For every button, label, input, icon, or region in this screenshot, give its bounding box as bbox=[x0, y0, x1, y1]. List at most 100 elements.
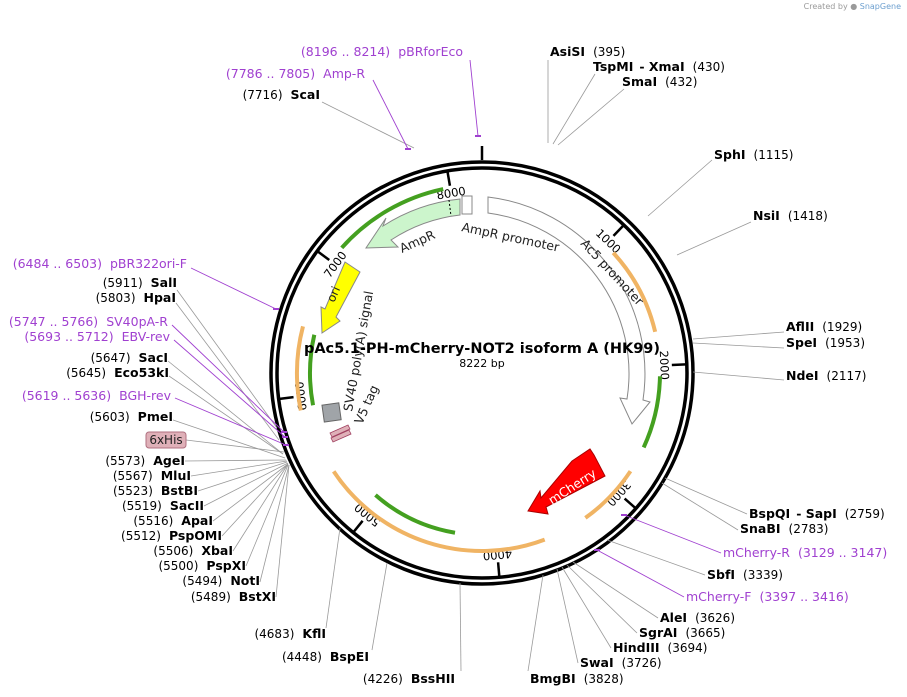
tick-mark bbox=[671, 363, 686, 367]
primer-range: (6484 .. 6503) bbox=[13, 256, 102, 271]
mcherry-arrow bbox=[527, 448, 606, 515]
enzyme-name: SnaBI bbox=[740, 521, 781, 536]
enzyme-position: (1115) bbox=[754, 148, 794, 162]
orf-arc bbox=[641, 376, 662, 449]
plasmid-name: pAc5.1-PH-mCherry-NOT2 isoform A (HK99) bbox=[304, 341, 660, 357]
enzyme-position: (395) bbox=[593, 45, 625, 59]
enzyme-label: (4226)BssHII bbox=[363, 671, 455, 686]
enzyme-label: AleI(3626) bbox=[660, 610, 735, 625]
enzyme-leader bbox=[676, 221, 752, 256]
enzyme-name: MluI bbox=[161, 468, 191, 483]
enzyme-label: AflII(1929) bbox=[786, 319, 862, 334]
tick-label: 3000 bbox=[604, 478, 634, 509]
enzyme-position: (1418) bbox=[788, 209, 828, 223]
enzyme-leader bbox=[232, 463, 289, 552]
enzyme-label: (5506)XbaI bbox=[153, 543, 233, 558]
enzyme-position: (3694) bbox=[668, 641, 708, 655]
enzyme-position: (1953) bbox=[825, 336, 865, 350]
enzyme-name: BspQI bbox=[749, 506, 790, 521]
enzyme-label: HindIII(3694) bbox=[613, 640, 707, 655]
enzyme-sep: - SapI bbox=[796, 506, 837, 521]
enzyme-label: SphI(1115) bbox=[714, 147, 793, 162]
enzyme-name: BmgBI bbox=[530, 671, 576, 686]
primer-label: (7786 .. 7805) Amp-R bbox=[226, 66, 365, 81]
enzyme-label: (4448)BspEI bbox=[282, 649, 369, 664]
enzyme-name: HpaI bbox=[144, 290, 177, 305]
ampr-promoter-arrow bbox=[461, 195, 473, 215]
enzyme-leader bbox=[221, 463, 289, 537]
enzyme-position: (5647) bbox=[91, 351, 131, 365]
enzyme-leader bbox=[606, 539, 706, 576]
enzyme-leader bbox=[572, 561, 659, 619]
orf-arc bbox=[611, 251, 658, 333]
leader-lines bbox=[167, 59, 785, 672]
enzyme-label: SbfI(3339) bbox=[707, 567, 783, 582]
enzyme-position: (5494) bbox=[182, 574, 222, 588]
enzyme-leader bbox=[190, 460, 288, 477]
enzyme-position: (5500) bbox=[158, 559, 198, 573]
enzyme-name: Eco53kI bbox=[114, 365, 169, 380]
enzyme-leader bbox=[692, 331, 785, 340]
ac5-promoter-arrow bbox=[487, 196, 651, 425]
enzyme-position: (5911) bbox=[103, 276, 143, 290]
primer-label: (6484 .. 6503)pBR322ori-F bbox=[13, 256, 187, 271]
enzyme-position: (3626) bbox=[695, 611, 735, 625]
primer-name: Amp-R bbox=[323, 66, 365, 81]
primer-label: (8196 .. 8214)pBRforEco bbox=[301, 44, 463, 59]
enzyme-name: XbaI bbox=[201, 543, 233, 558]
enzyme-leader bbox=[176, 289, 278, 429]
enzyme-label: SpeI (1953) bbox=[786, 335, 865, 350]
enzyme-name: SmaI bbox=[622, 74, 657, 89]
tick-mark bbox=[496, 562, 501, 577]
enzyme-label: (5567)MluI bbox=[113, 468, 191, 483]
primer-name: SV40pA-R bbox=[106, 314, 168, 329]
enzyme-label: SgrAI(3665) bbox=[639, 625, 725, 640]
enzyme-name: SbfI bbox=[707, 567, 735, 582]
his-tag-leader bbox=[185, 439, 285, 453]
his-tag-box bbox=[145, 431, 187, 449]
primer-leader bbox=[623, 514, 722, 554]
primer-range: (5619 .. 5636) bbox=[22, 388, 111, 403]
enzyme-position: (3828) bbox=[584, 672, 624, 686]
enzyme-name: ScaI bbox=[291, 87, 321, 102]
enzyme-label: (5500)PspXI bbox=[158, 558, 246, 573]
backbone-inner-circle bbox=[275, 166, 689, 580]
primer-leader bbox=[171, 324, 285, 433]
enzyme-label: SnaBI(2783) bbox=[740, 521, 828, 536]
tick-mark bbox=[279, 395, 294, 401]
enzyme-name: SalI bbox=[151, 275, 177, 290]
enzyme-position: (4683) bbox=[254, 627, 294, 641]
enzyme-leader bbox=[168, 375, 284, 455]
primer-name: pBRforEco bbox=[398, 44, 463, 59]
primer-range: (7786 .. 7805) bbox=[226, 66, 315, 81]
enzyme-label: AsiSI(395) bbox=[550, 44, 625, 59]
enzyme-name: BspEI bbox=[330, 649, 369, 664]
v5-tag-arrow bbox=[329, 424, 352, 443]
enzyme-label: (5523)BstBI bbox=[113, 483, 198, 498]
enzyme-leader bbox=[203, 462, 289, 507]
enzyme-position: (2759) bbox=[845, 507, 885, 521]
enzyme-name: KflI bbox=[302, 626, 326, 641]
enzyme-position: (3665) bbox=[685, 626, 725, 640]
enzyme-label: (5911) SalI bbox=[103, 275, 177, 290]
enzyme-leader bbox=[184, 459, 287, 462]
enzyme-name: PspOMI bbox=[169, 528, 222, 543]
enzyme-position: (5489) bbox=[191, 590, 231, 604]
orf-arc bbox=[332, 470, 546, 553]
enzyme-label: (5573)AgeI bbox=[105, 453, 185, 468]
orf-arc bbox=[308, 334, 317, 406]
enzyme-name: SpeI bbox=[786, 335, 817, 350]
enzyme-name: NsiI bbox=[753, 208, 780, 223]
enzyme-name: TspMI bbox=[593, 59, 633, 74]
credit-prefix: Created by bbox=[803, 2, 848, 11]
enzyme-name: PmeI bbox=[138, 409, 173, 424]
sv40-polya-box bbox=[321, 402, 342, 423]
tick-mark bbox=[352, 520, 364, 533]
enzyme-name: NotI bbox=[230, 573, 260, 588]
enzyme-leader bbox=[527, 574, 544, 672]
enzyme-label: (5803)HpaI bbox=[96, 290, 176, 305]
primer-name: mCherry-R bbox=[723, 545, 790, 560]
enzyme-name: SacI bbox=[139, 350, 169, 365]
enzyme-label: (5516)ApaI bbox=[133, 513, 213, 528]
enzyme-position: (430) bbox=[693, 60, 725, 74]
